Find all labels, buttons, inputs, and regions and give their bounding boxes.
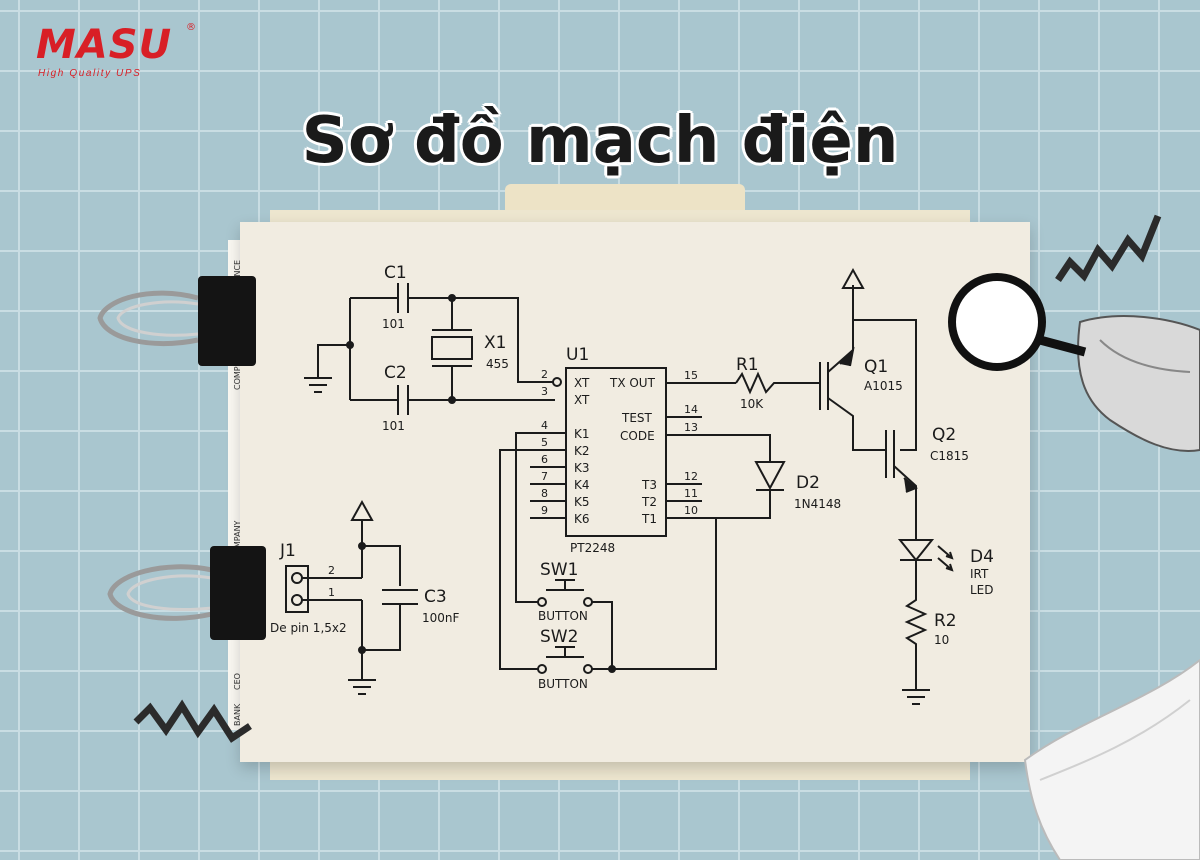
pin-num-10: 10 — [684, 504, 698, 517]
value-d4-led: LED — [970, 583, 994, 597]
pin-k5: K5 — [574, 495, 590, 509]
switch-sw1 — [537, 579, 593, 607]
brand-name: MASU — [36, 22, 173, 68]
registered-mark: ® — [186, 22, 196, 33]
pin-num-2: 2 — [541, 368, 548, 381]
value-r2: 10 — [934, 633, 949, 647]
label-q2: Q2 — [932, 425, 956, 445]
part-u1: PT2248 — [570, 541, 615, 555]
ground-symbol-j1 — [348, 679, 376, 695]
capacitor-c2 — [350, 385, 555, 415]
pin-num-6: 6 — [541, 453, 548, 466]
resistor-r1 — [735, 371, 810, 395]
crystal-x1 — [431, 298, 473, 400]
value-d2: 1N4148 — [794, 497, 841, 511]
value-sw1: BUTTON — [538, 609, 588, 623]
pin-num-5: 5 — [541, 436, 548, 449]
pin-k3: K3 — [574, 461, 590, 475]
transistor-q1 — [810, 319, 917, 451]
label-c1: C1 — [384, 263, 407, 283]
label-r2: R2 — [934, 611, 957, 631]
pin-num-12: 12 — [684, 470, 698, 483]
pin-test: TEST — [621, 411, 653, 425]
switch-sw2 — [537, 646, 593, 674]
value-d4-type: IRT — [970, 567, 989, 581]
value-r1: 10K — [740, 397, 764, 411]
j1-pin-2: 2 — [328, 564, 335, 577]
diode-d2 — [754, 461, 786, 491]
pin-code: CODE — [620, 429, 655, 443]
led-d4 — [897, 539, 954, 572]
pin-num-4: 4 — [541, 419, 548, 432]
value-sw2: BUTTON — [538, 677, 588, 691]
pin-num-8: 8 — [541, 487, 548, 500]
value-c1: 101 — [382, 317, 405, 331]
vcc-arrow-q1 — [841, 267, 865, 320]
label-u1: U1 — [566, 345, 589, 365]
pin-k1: K1 — [574, 427, 590, 441]
pin-k2: K2 — [574, 444, 590, 458]
pin-num-11: 11 — [684, 487, 698, 500]
label-q1: Q1 — [864, 357, 888, 377]
pin-t3: T3 — [641, 478, 657, 492]
pin-num-7: 7 — [541, 470, 548, 483]
pin-num-15: 15 — [684, 369, 698, 382]
pin-xt-1: XT — [574, 376, 590, 390]
label-x1: X1 — [484, 333, 506, 353]
pin-txout: TX OUT — [609, 376, 656, 390]
pin-num-14: 14 — [684, 403, 698, 416]
resistor-r2 — [904, 560, 928, 690]
label-c2: C2 — [384, 363, 407, 383]
pin-k6: K6 — [574, 512, 590, 526]
page-title: Sơ đồ mạch điện — [301, 104, 899, 178]
label-d2: D2 — [796, 473, 820, 493]
ic-u1-body — [565, 367, 667, 537]
label-j1: J1 — [279, 541, 296, 561]
label-r1: R1 — [736, 355, 759, 375]
transistor-q2 — [885, 430, 918, 540]
capacitor-c3 — [382, 589, 418, 605]
schematic-paper — [240, 222, 1030, 762]
j1-pin-1: 1 — [328, 586, 335, 599]
value-q2: C1815 — [930, 449, 969, 463]
value-q1: A1015 — [864, 379, 903, 393]
pin-num-9: 9 — [541, 504, 548, 517]
pin-t2: T2 — [641, 495, 657, 509]
pin-num-3: 3 — [541, 385, 548, 398]
ground-symbol-left — [304, 344, 350, 393]
ground-symbol-r2 — [902, 689, 930, 705]
brand-tagline: High Quality UPS — [38, 68, 142, 79]
value-c3: 100nF — [422, 611, 460, 625]
pin-xt-2: XT — [574, 393, 590, 407]
pin-k4: K4 — [574, 478, 590, 492]
value-x1: 455 — [486, 357, 509, 371]
pin-num-13: 13 — [684, 421, 698, 434]
vcc-arrow-j1 — [350, 499, 374, 578]
pin-t1: T1 — [641, 512, 657, 526]
label-sw1: SW1 — [540, 560, 578, 580]
label-c3: C3 — [424, 587, 447, 607]
capacitor-c1 — [350, 283, 555, 383]
connector-j1 — [285, 565, 309, 613]
label-sw2: SW2 — [540, 627, 578, 647]
brand-logo: MASU ® High Quality UPS — [36, 22, 206, 82]
label-d4: D4 — [970, 547, 994, 567]
value-c2: 101 — [382, 419, 405, 433]
value-j1: De pin 1,5x2 — [270, 621, 347, 635]
